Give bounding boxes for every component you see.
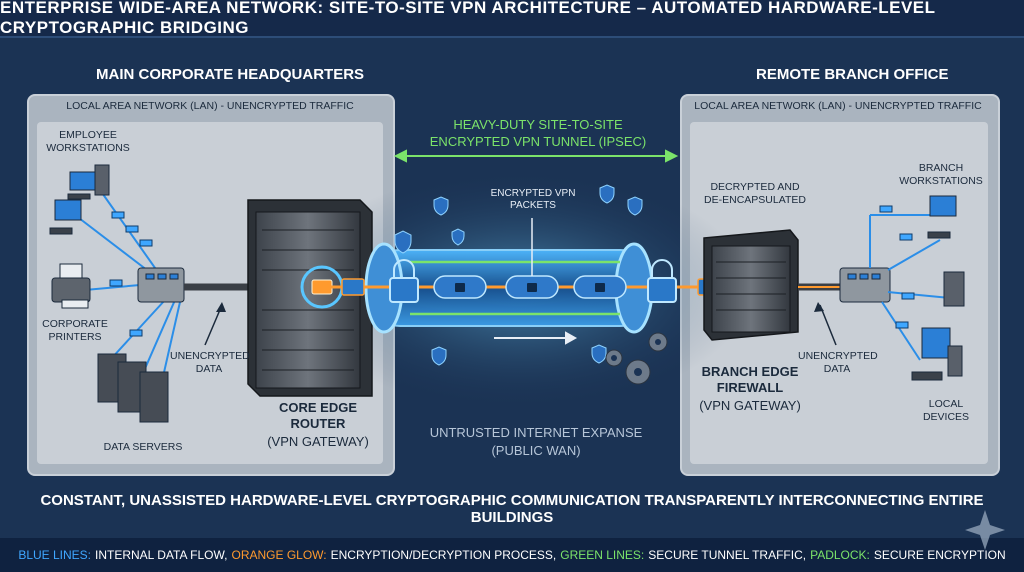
branch-lan-label: Local Area Network (LAN) - Unencrypted T… [694, 100, 982, 112]
branch-heading: Remote Branch Office [756, 66, 949, 83]
traffic-direction-arrow [494, 331, 578, 345]
corporate-printers-label: Corporate Printers [42, 318, 108, 343]
wan-label-line2: (Public WAN) [491, 443, 581, 458]
workstation-icon [67, 164, 110, 200]
employee-workstations-label: Employee Workstations [46, 129, 130, 154]
local-devices-label: Local Devices [922, 398, 970, 423]
legend-green-key: Green Lines: [560, 548, 645, 562]
branch-data-packets [879, 205, 915, 329]
tunnel-label-line1: Heavy-Duty Site-to-Site [453, 117, 623, 132]
packet-lock-box [341, 278, 365, 296]
hq-switch-icon [137, 267, 185, 303]
hq-data-packets [109, 211, 153, 337]
hq-heading: Main Corporate Headquarters [96, 66, 365, 83]
router-rack-icon [247, 199, 373, 397]
decrypted-label: Decrypted and De-Encapsulated [704, 181, 806, 206]
legend-padlock-key: Padlock: [810, 548, 870, 562]
branch-firewall-label: Branch Edge Firewall [701, 364, 799, 396]
legend-blue-desc: Internal Data Flow, [95, 548, 228, 562]
legend-bar: Blue Lines: Internal Data Flow, Orange G… [0, 538, 1024, 572]
legend-blue-key: Blue Lines: [18, 548, 92, 562]
branch-switch-icon [839, 267, 891, 303]
branch-firewall-sublabel: (VPN Gateway) [699, 398, 801, 413]
padlock-icon [389, 259, 419, 303]
branch-panel [680, 94, 1000, 476]
workstation-icon [927, 195, 957, 239]
tunnel-label-line2: Encrypted VPN Tunnel (IPsec) [429, 134, 647, 149]
packet-padlock-icons [455, 283, 605, 292]
legend-orange-key: Orange Glow: [231, 548, 327, 562]
legend-orange-desc: Encryption/Decryption Process, [330, 548, 557, 562]
encrypted-packets-label: Encrypted VPN Packets [490, 188, 576, 211]
branch-blue-lines [869, 214, 951, 361]
wan-label-line1: Untrusted Internet Expanse [429, 425, 643, 440]
legend-green-desc: Secure Tunnel Traffic, [648, 548, 807, 562]
branch-unencrypted-label: Unencrypted Data [798, 350, 878, 375]
branch-workstations-label: Branch Workstations [899, 162, 983, 187]
branch-unencrypted-arrow [819, 304, 837, 346]
workstation-icon [943, 271, 965, 307]
firewall-icon [703, 229, 799, 341]
server-icon [97, 353, 169, 423]
data-servers-label: Data Servers [103, 441, 183, 453]
tunnel-span-arrow [393, 149, 679, 163]
green-tunnel-lines [410, 260, 620, 316]
footer-caption: Constant, Unassisted Hardware-Level Cryp… [40, 492, 984, 526]
legend-padlock-desc: Secure Encryption [873, 548, 1006, 562]
padlock-icon [647, 259, 677, 303]
hq-lan-label: Local Area Network (LAN) - Unencrypted T… [66, 100, 354, 112]
core-edge-router-sublabel: (VPN Gateway) [267, 434, 369, 449]
local-device-icon [911, 327, 963, 381]
workstation-icon [49, 199, 82, 235]
core-edge-router-label: Core Edge Router [278, 400, 357, 432]
diagram-title: Enterprise Wide-Area Network: Site-to-Si… [0, 0, 1024, 38]
printer-icon [51, 263, 91, 309]
hq-unencrypted-label: Unencrypted Data [170, 350, 250, 375]
shield-icon [394, 184, 643, 366]
